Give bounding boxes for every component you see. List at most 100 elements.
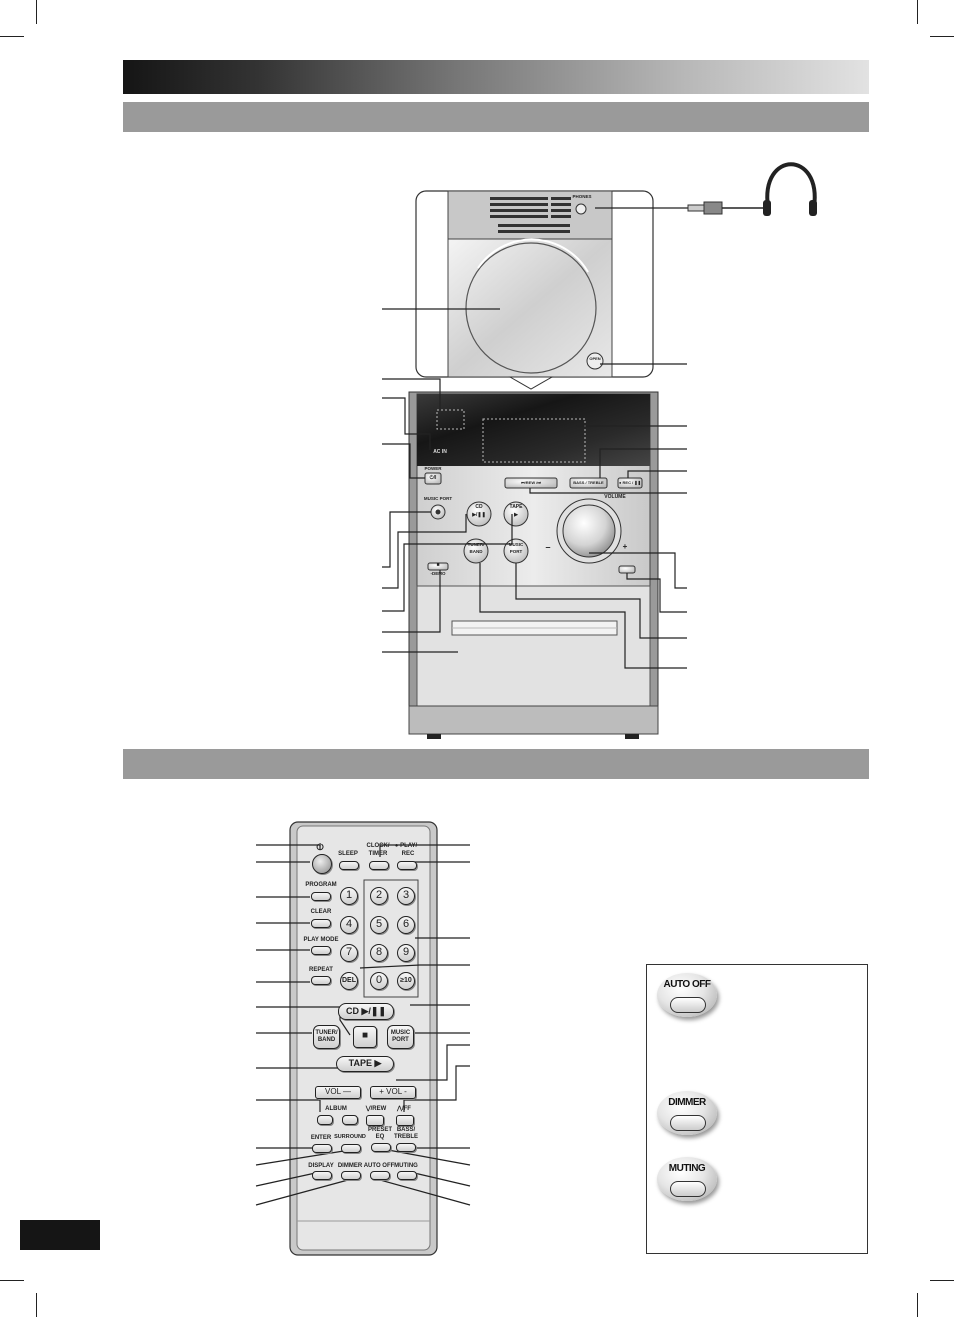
remote-preset-eq-label-2: EQ <box>375 1134 385 1140</box>
remote-num-7[interactable]: 7 <box>340 944 358 962</box>
remote-stop-button[interactable]: ■ <box>353 1026 377 1048</box>
remote-enter-label: ENTER <box>310 1135 332 1141</box>
phones-label: PHONES <box>572 194 592 199</box>
num-1-label: 1 <box>345 889 353 901</box>
volume-minus-label: – <box>545 542 551 552</box>
remote-cd-play-button[interactable]: CD ▶/❚❚ <box>338 1003 394 1020</box>
remote-surround-button[interactable] <box>341 1144 361 1153</box>
muting-closeup-label: MUTING <box>668 1163 706 1174</box>
tuner-band-button-label[interactable]: TUNER/ <box>467 542 485 547</box>
dimmer-button-closeup: DIMMER <box>657 1091 717 1135</box>
remote-vol-plus-button[interactable]: + VOL - <box>370 1086 416 1099</box>
remote-power-button[interactable] <box>312 854 332 874</box>
stop-label: ■ <box>361 1030 369 1041</box>
volume-plus-label: + <box>622 542 628 551</box>
auto-off-closeup-key <box>670 997 706 1013</box>
open-button-label: OPEN <box>589 356 601 361</box>
remote-plus10-button[interactable]: ≥10 <box>397 972 415 990</box>
skip-button-label[interactable]: ⏮/REW /⏭ <box>521 480 541 485</box>
auto-off-closeup-label: AUTO OFF <box>663 979 711 990</box>
num-2-label: 2 <box>375 889 383 901</box>
music-port-button-label-2: PORT <box>509 549 523 554</box>
remote-num-0[interactable]: 0 <box>370 972 388 990</box>
remote-clear-button[interactable] <box>311 919 331 928</box>
crop-mark <box>36 1293 37 1317</box>
remote-play-rec-button[interactable] <box>397 861 417 870</box>
remote-dimmer-label: DIMMER <box>337 1163 363 1169</box>
remote-clock-timer-label: CLOCK/ <box>366 843 390 849</box>
remote-num-2[interactable]: 2 <box>370 887 388 905</box>
crop-mark <box>917 1293 918 1317</box>
cd-button-label[interactable]: CD <box>475 504 483 510</box>
stop-button-symbol[interactable]: ■ <box>436 562 440 568</box>
page-number-tab <box>20 1220 100 1250</box>
section-bar-main-unit <box>123 102 869 132</box>
auto-off-button-closeup: AUTO OFF <box>657 973 717 1017</box>
remote-rew-button[interactable] <box>366 1115 384 1126</box>
power-button-symbol[interactable]: ⏻/I <box>429 475 437 481</box>
tape-button-symbol: ▶ <box>514 512 518 518</box>
section-bar-remote <box>123 749 869 779</box>
remote-music-port-button[interactable]: MUSIC PORT <box>387 1025 414 1049</box>
rec-button-label[interactable]: ● REC / ❚❚ <box>618 480 641 485</box>
remote-album-down-button[interactable] <box>317 1115 333 1125</box>
remote-del-button[interactable]: DEL <box>340 972 358 990</box>
music-port-label-2: PORT <box>392 1037 409 1043</box>
num-5-label: 5 <box>375 918 383 930</box>
remote-preset-eq-label: PRESET <box>367 1127 392 1133</box>
remote-album-up-button[interactable] <box>342 1115 358 1125</box>
remote-repeat-button[interactable] <box>311 976 331 985</box>
remote-num-4[interactable]: 4 <box>340 916 358 934</box>
music-port-label-1: MUSIC <box>390 1030 411 1036</box>
remote-ff-button[interactable] <box>396 1115 414 1126</box>
remote-play-rec-label: ● PLAY/ <box>394 843 418 849</box>
remote-enter-button[interactable] <box>312 1144 332 1153</box>
button-detail-box: AUTO OFF DIMMER MUTING <box>646 964 868 1254</box>
tape-button-label[interactable]: TAPE <box>509 504 523 510</box>
remote-auto-off-button[interactable] <box>370 1171 390 1180</box>
bass-treble-button-label[interactable]: BASS / TREBLE <box>573 480 604 485</box>
remote-num-8[interactable]: 8 <box>370 944 388 962</box>
music-port-jack-label: MUSIC PORT <box>423 496 453 501</box>
tuner-band-label-1: TUNER/ <box>315 1030 338 1036</box>
remote-bass-treble-label-2: TREBLE <box>394 1134 418 1140</box>
num-7-label: 7 <box>345 946 353 958</box>
remote-num-9[interactable]: 9 <box>397 944 415 962</box>
cd-play-label: CD ▶/❚❚ <box>345 1006 386 1016</box>
remote-repeat-label: REPEAT <box>309 967 333 973</box>
remote-bass-treble-button[interactable] <box>396 1143 416 1152</box>
remote-num-6[interactable]: 6 <box>397 916 415 934</box>
remote-play-rec-label-2: REC <box>401 851 415 857</box>
remote-program-label: PROGRAM <box>305 882 337 888</box>
remote-num-3[interactable]: 3 <box>397 887 415 905</box>
remote-muting-button[interactable] <box>397 1171 417 1180</box>
vol-minus-label: VOL — <box>325 1087 351 1096</box>
remote-num-5[interactable]: 5 <box>370 916 388 934</box>
remote-auto-off-label: AUTO OFF <box>363 1163 395 1169</box>
remote-display-button[interactable] <box>312 1171 332 1180</box>
num-0-label: 0 <box>375 974 383 986</box>
demo-label: -DEMO <box>430 571 446 576</box>
dimmer-closeup-key <box>670 1115 706 1131</box>
crop-mark <box>0 36 24 37</box>
remote-num-1[interactable]: 1 <box>340 887 358 905</box>
remote-vol-minus-button[interactable]: VOL — <box>315 1086 361 1099</box>
remote-dimmer-button[interactable] <box>341 1171 361 1180</box>
remote-display-label: DISPLAY <box>308 1163 334 1169</box>
remote-clear-label: CLEAR <box>310 909 332 915</box>
remote-muting-label: MUTING <box>394 1163 418 1169</box>
power-label: POWER <box>424 466 442 471</box>
remote-tape-button[interactable]: TAPE ▶ <box>336 1056 394 1072</box>
remote-bass-treble-label: BASS/ <box>396 1127 416 1133</box>
num-3-label: 3 <box>402 889 410 901</box>
remote-preset-eq-button[interactable] <box>371 1143 391 1152</box>
remote-sleep-button[interactable] <box>339 861 359 870</box>
plus10-label: ≥10 <box>400 977 412 984</box>
remote-surround-label: SURROUND <box>334 1134 366 1140</box>
music-port-button-label[interactable]: MUSIC <box>508 542 524 547</box>
remote-clock-timer-button[interactable] <box>369 861 389 870</box>
remote-play-mode-button[interactable] <box>311 946 331 955</box>
muting-button-closeup: MUTING <box>657 1157 717 1201</box>
remote-tuner-band-button[interactable]: TUNER/ BAND <box>313 1025 340 1049</box>
remote-program-button[interactable] <box>311 892 331 901</box>
